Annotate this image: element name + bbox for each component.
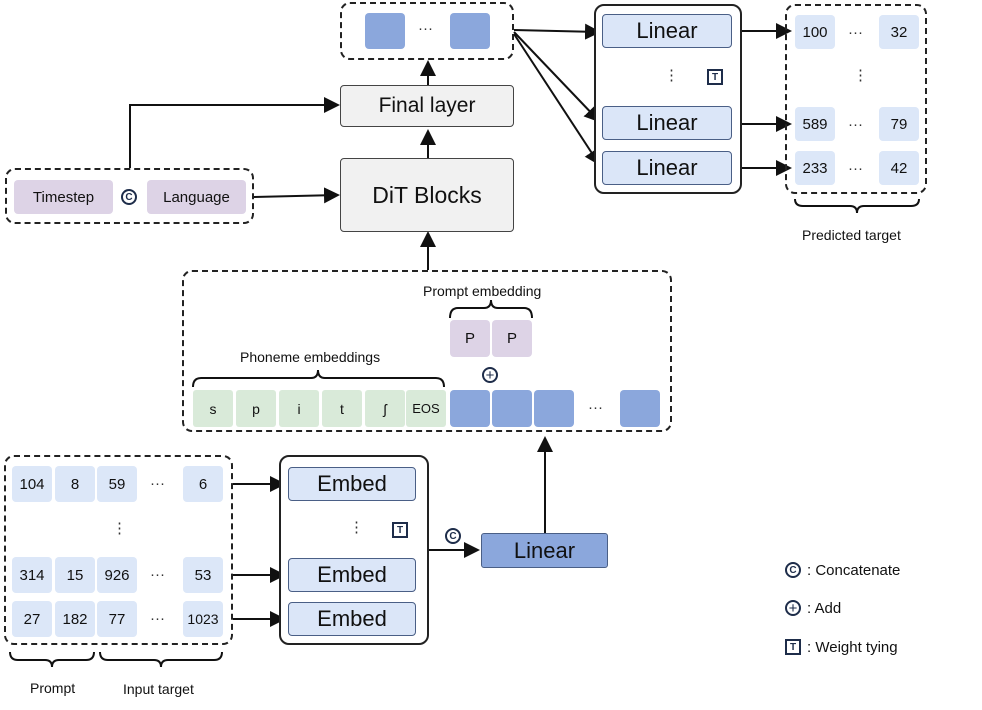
- ellipsis: ···: [150, 610, 165, 627]
- ellipsis: ···: [150, 475, 165, 492]
- embed-layer: Embed: [288, 467, 416, 501]
- ellipsis: ···: [848, 24, 863, 41]
- dit-blocks: DiT Blocks: [340, 158, 514, 232]
- vertical-ellipsis: ⋮: [349, 519, 364, 536]
- weight-tying-icon: T: [785, 639, 801, 655]
- target-embedding-token: [492, 390, 532, 427]
- predicted-token: 32: [879, 15, 919, 49]
- predicted-token: 589: [795, 107, 835, 141]
- linear-head: Linear: [602, 106, 732, 140]
- prompt-token: 182: [55, 601, 95, 637]
- phoneme-embeddings-label: Phoneme embeddings: [240, 349, 381, 365]
- target-embedding-token: [534, 390, 574, 427]
- phoneme-token: i: [279, 390, 319, 427]
- phoneme-token: ʃ: [365, 390, 405, 427]
- legend-add-text: : Add: [807, 600, 842, 617]
- ellipsis: ···: [150, 566, 165, 583]
- prompt-label: Prompt: [30, 680, 76, 696]
- vertical-ellipsis: ⋮: [664, 67, 679, 84]
- ellipsis: ···: [848, 160, 863, 177]
- input-target-token: 6: [183, 466, 223, 502]
- phoneme-token: s: [193, 390, 233, 427]
- predicted-token: 42: [879, 151, 919, 185]
- phoneme-token: EOS: [406, 390, 446, 427]
- target-embedding-token: [620, 390, 660, 427]
- weight-tying-icon: T: [707, 69, 723, 85]
- concat-icon: C: [121, 189, 137, 205]
- prompt-token: 8: [55, 466, 95, 502]
- add-icon: +: [482, 367, 498, 384]
- predicted-target-label: Predicted target: [802, 227, 901, 243]
- input-target-label: Input target: [123, 681, 194, 697]
- prompt-token: 314: [12, 557, 52, 593]
- output-token: [450, 13, 490, 49]
- prompt-token: 104: [12, 466, 52, 502]
- predicted-token: 233: [795, 151, 835, 185]
- predicted-token: 79: [879, 107, 919, 141]
- linear-projection: Linear: [481, 533, 608, 568]
- phoneme-token: p: [236, 390, 276, 427]
- add-icon: +: [785, 600, 801, 617]
- embed-layer: Embed: [288, 558, 416, 592]
- condition-box: [5, 168, 254, 224]
- concat-icon: C: [785, 562, 801, 578]
- vertical-ellipsis: ⋮: [853, 67, 868, 84]
- prompt-embedding-token: P: [492, 320, 532, 357]
- ellipsis: ···: [588, 399, 603, 416]
- prompt-token: 15: [55, 557, 95, 593]
- input-target-token: 59: [97, 466, 137, 502]
- timestep-token: Timestep: [14, 180, 113, 214]
- concat-icon: C: [445, 528, 461, 544]
- embed-layer: Embed: [288, 602, 416, 636]
- phoneme-token: t: [322, 390, 362, 427]
- ellipsis: ···: [418, 20, 433, 37]
- input-target-token: 77: [97, 601, 137, 637]
- linear-head: Linear: [602, 151, 732, 185]
- prompt-token: 27: [12, 601, 52, 637]
- linear-head: Linear: [602, 14, 732, 48]
- prompt-embedding-token: P: [450, 320, 490, 357]
- output-token: [365, 13, 405, 49]
- input-target-token: 1023: [183, 601, 223, 637]
- prompt-embedding-label: Prompt embedding: [423, 283, 542, 299]
- ellipsis: ···: [848, 116, 863, 133]
- predicted-token: 100: [795, 15, 835, 49]
- embedding-sequence-box: [182, 270, 672, 432]
- vertical-ellipsis: ⋮: [112, 520, 127, 537]
- weight-tying-icon: T: [392, 522, 408, 538]
- input-target-token: 926: [97, 557, 137, 593]
- input-target-token: 53: [183, 557, 223, 593]
- legend-weight-tying-text: : Weight tying: [807, 639, 898, 656]
- language-token: Language: [147, 180, 246, 214]
- legend-concatenate-text: : Concatenate: [807, 562, 901, 579]
- input-token-box: [4, 455, 233, 645]
- target-embedding-token: [450, 390, 490, 427]
- final-layer-block: Final layer: [340, 85, 514, 127]
- output-token-box: [340, 2, 514, 60]
- predicted-target-box: [785, 4, 927, 194]
